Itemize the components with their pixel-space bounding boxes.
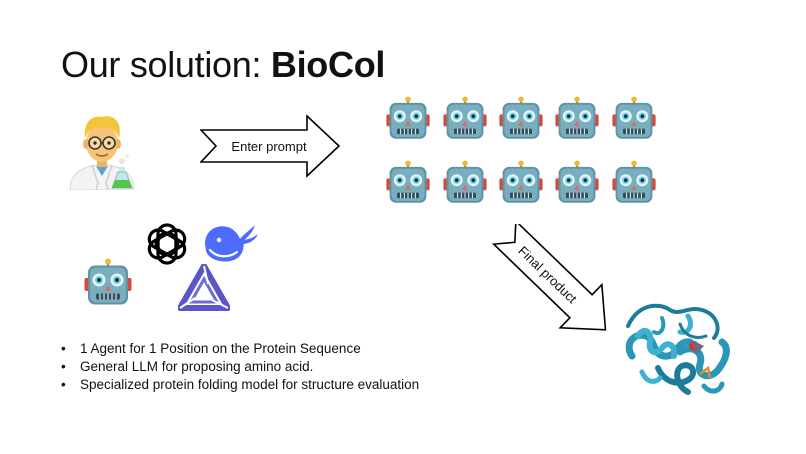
robot-emoji-icon: [611, 160, 657, 204]
scientist-emoji-icon: [69, 116, 135, 190]
robot-emoji-icon: [498, 160, 544, 204]
agent-robot-grid: [385, 96, 659, 216]
bullet-item: General LLM for proposing amino acid.: [61, 358, 419, 376]
title-regular: Our solution:: [61, 44, 271, 85]
feature-bullet-list: 1 Agent for 1 Position on the Protein Se…: [61, 340, 419, 394]
robot-emoji-icon: [385, 160, 431, 204]
enter-prompt-label: Enter prompt: [231, 139, 307, 154]
title-bold: BioCol: [270, 44, 386, 85]
final-product-arrow: Final product: [492, 224, 607, 331]
qwen-logo-icon: [178, 264, 230, 311]
bullet-item: 1 Agent for 1 Position on the Protein Se…: [61, 340, 419, 358]
robot-emoji-icon: [554, 96, 600, 140]
robot-emoji-icon: [611, 96, 657, 140]
enter-prompt-arrow: Enter prompt: [200, 114, 341, 178]
bullet-item: Specialized protein folding model for st…: [61, 376, 419, 394]
robot-emoji-icon: [83, 258, 133, 306]
robot-emoji-icon: [554, 160, 600, 204]
openai-logo-icon: [147, 223, 187, 265]
robot-emoji-icon: [385, 96, 431, 140]
protein-structure-icon: [625, 303, 730, 395]
deepseek-whale-logo-icon: [197, 210, 267, 276]
robot-emoji-icon: [498, 96, 544, 140]
slide-title: Our solution: BioCol: [61, 44, 385, 86]
robot-emoji-icon: [442, 96, 488, 140]
robot-emoji-icon: [442, 160, 488, 204]
